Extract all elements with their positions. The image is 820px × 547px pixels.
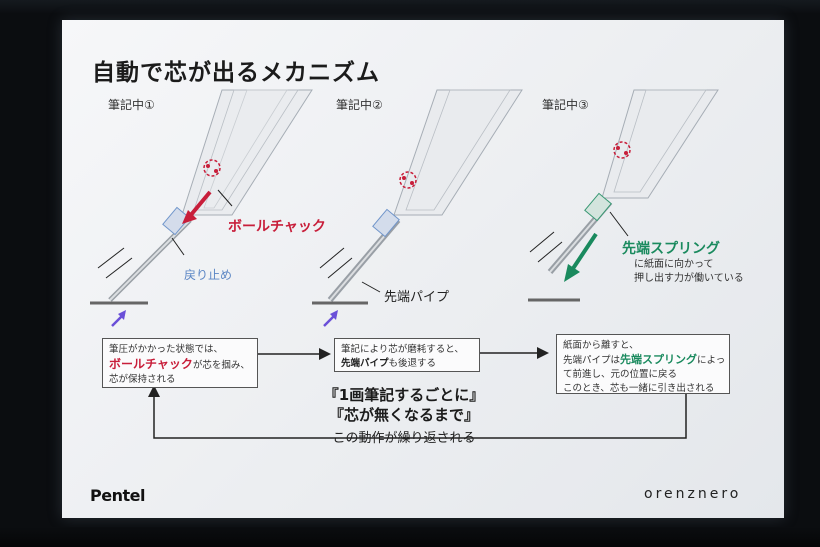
ball-chuck-marker-1 xyxy=(203,159,221,177)
stage-label-1: 筆記中① xyxy=(108,98,155,112)
mechanism-diagrams xyxy=(90,89,719,439)
box1-emphasis: ボールチャック xyxy=(109,357,193,371)
box3-line-2-end: によっ xyxy=(697,355,726,366)
spring-note-line-1: に紙面に向かって xyxy=(634,259,714,270)
box2-emphasis: 先端パイプ xyxy=(341,358,389,369)
slide-title: 自動で芯が出るメカニズム xyxy=(92,60,380,86)
pencil-diagram-2 xyxy=(327,89,523,302)
box1-line-1: 筆圧がかかった状態では、 xyxy=(109,344,224,355)
box3-line-2: 先端パイプは先端スプリングによっ xyxy=(563,353,726,368)
screen-bezel-top xyxy=(0,0,820,14)
spring-note-line-2: 押し出す力が働いている xyxy=(634,273,744,284)
quote-every-stroke: 『1画筆記するごとに』 xyxy=(323,386,485,404)
label-tip-spring: 先端スプリング xyxy=(622,241,720,257)
box2-line-2-rest: も後退する xyxy=(388,358,437,369)
box3-line-3: て前進し、元の位置に戻る xyxy=(563,369,678,380)
box1-line-2: ボールチャックが芯を掴み、 xyxy=(109,357,251,373)
box2-line-1: 筆記により芯が磨耗すると、 xyxy=(341,344,464,355)
box2-line-2: 先端パイプも後退する xyxy=(341,357,473,371)
spring-arrow xyxy=(570,232,598,272)
ball-chuck-marker-3 xyxy=(613,141,631,159)
pentel-logo: Pentel xyxy=(90,486,145,505)
box3-line-2-start: 先端パイプは xyxy=(563,355,621,366)
box3-emphasis: 先端スプリング xyxy=(620,353,698,366)
pencil-diagram-3 xyxy=(547,89,719,274)
box1-line-3: 芯が保持される xyxy=(109,374,176,385)
description-box-1: 筆圧がかかった状態では、 ボールチャックが芯を掴み、 芯が保持される xyxy=(102,338,258,388)
label-ball-chuck: ボールチャック xyxy=(228,219,326,235)
ball-chuck-marker-2 xyxy=(399,171,417,189)
screen-bezel-bottom xyxy=(0,527,820,547)
box3-line-1: 紙面から離すと、 xyxy=(563,340,639,351)
presentation-slide: 自動で芯が出るメカニズム 筆記中① 筆記中② 筆記中③ xyxy=(62,20,784,518)
box1-line-2-rest: が芯を掴み、 xyxy=(192,360,250,371)
box3-line-4: このとき、芯も一緒に引き出される xyxy=(563,383,715,394)
pencil-diagram-1 xyxy=(108,89,313,302)
label-tip-pipe: 先端パイプ xyxy=(384,290,450,305)
loop-arrow xyxy=(148,380,687,439)
chuck-arrow-1 xyxy=(188,190,212,218)
description-box-2: 筆記により芯が磨耗すると、 先端パイプも後退する xyxy=(334,338,480,372)
repeat-caption: この動作が繰り返される xyxy=(332,431,476,446)
stage-label-2: 筆記中② xyxy=(336,98,383,112)
description-box-3: 紙面から離すと、 先端パイプは先端スプリングによっ て前進し、元の位置に戻る こ… xyxy=(556,334,730,394)
quote-until-empty: 『芯が無くなるまで』 xyxy=(328,406,479,424)
spring-note: に紙面に向かって 押し出す力が働いている xyxy=(634,258,744,286)
label-return-stop: 戻り止め xyxy=(184,268,233,282)
stage-label-3: 筆記中③ xyxy=(542,98,589,112)
orenznero-logo: orenznero xyxy=(644,486,742,502)
